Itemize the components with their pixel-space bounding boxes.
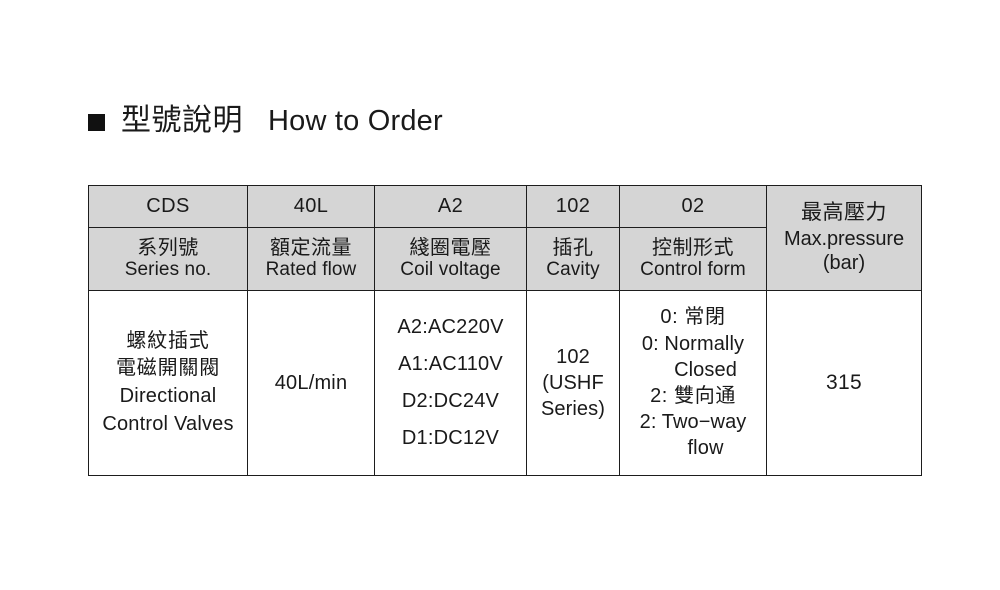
section-heading: 型號說明 How to Order bbox=[88, 106, 443, 136]
label-series-en: Series no. bbox=[124, 259, 212, 281]
control-form-option: 0: Normally bbox=[641, 332, 745, 355]
control-form-option: 2: Two−way bbox=[639, 411, 747, 434]
label-control-form-en: Control form bbox=[640, 259, 746, 281]
control-form-option-cont: Closed bbox=[674, 358, 737, 381]
filled-square-bullet-icon bbox=[88, 113, 105, 131]
value-cell-series: 螺紋插式 電磁開關閥 Directional Control Valves bbox=[88, 290, 248, 476]
label-rated-flow-en: Rated flow bbox=[265, 259, 357, 281]
code-cell-coil-voltage: A2 bbox=[374, 185, 527, 228]
value-cell-control-form: 0: 常閉 0: Normally Closed 2: 雙向通 2: Two−w… bbox=[619, 290, 767, 476]
max-pressure-label-en: Max.pressure bbox=[784, 227, 904, 250]
order-code-table: CDS 40L A2 102 02 最高壓力 Max.pressure (bar… bbox=[88, 185, 922, 476]
cavity-value-line: Series) bbox=[540, 398, 606, 420]
coil-voltage-option: D2:DC24V bbox=[401, 390, 500, 412]
control-form-option: 2: 雙向通 bbox=[650, 385, 736, 407]
label-cell-control-form: 控制形式 Control form bbox=[619, 227, 767, 291]
value-cell-coil-voltage: A2:AC220V A1:AC110V D2:DC24V D1:DC12V bbox=[374, 290, 527, 476]
label-coil-voltage-zh: 綫圈電壓 bbox=[409, 236, 492, 259]
section-heading-title-en: How to Order bbox=[268, 104, 443, 137]
table-row-column-labels: 系列號 Series no. 額定流量 Rated flow 綫圈電壓 Coil… bbox=[88, 227, 922, 291]
series-value-line: 螺紋插式 bbox=[126, 329, 210, 352]
label-cell-cavity: 插孔 Cavity bbox=[526, 227, 620, 291]
code-cell-control-form: 02 bbox=[619, 185, 767, 228]
code-cell-cavity: 102 bbox=[526, 185, 620, 228]
label-cavity-zh: 插孔 bbox=[552, 236, 594, 259]
value-cell-cavity: 102 (USHF Series) bbox=[526, 290, 620, 476]
max-pressure-unit: (bar) bbox=[822, 251, 866, 274]
table-row-code-segments: CDS 40L A2 102 02 最高壓力 Max.pressure (bar… bbox=[88, 185, 922, 291]
series-value-line: 電磁開關閥 bbox=[116, 357, 220, 380]
code-cell-rated-flow: 40L bbox=[247, 185, 375, 228]
label-cavity-en: Cavity bbox=[546, 259, 600, 281]
max-pressure-label-zh: 最高壓力 bbox=[801, 201, 887, 225]
series-value-line: Control Valves bbox=[102, 412, 234, 435]
section-heading-title-zh: 型號說明 bbox=[121, 104, 243, 137]
label-cell-series: 系列號 Series no. bbox=[88, 227, 248, 291]
coil-voltage-option: D1:DC12V bbox=[401, 427, 500, 449]
value-cell-rated-flow: 40L/min bbox=[247, 290, 375, 476]
control-form-option-cont: flow bbox=[687, 437, 724, 460]
label-series-zh: 系列號 bbox=[137, 236, 199, 259]
label-rated-flow-zh: 額定流量 bbox=[270, 236, 352, 259]
header-cell-max-pressure: 最高壓力 Max.pressure (bar) bbox=[766, 185, 922, 291]
table-row-option-values: 螺紋插式 電磁開關閥 Directional Control Valves 40… bbox=[88, 290, 922, 476]
label-coil-voltage-en: Coil voltage bbox=[400, 259, 501, 281]
label-cell-rated-flow: 額定流量 Rated flow bbox=[247, 227, 375, 291]
coil-voltage-option: A2:AC220V bbox=[397, 316, 504, 338]
coil-voltage-option: A1:AC110V bbox=[398, 353, 503, 375]
series-value-line: Directional bbox=[119, 385, 217, 407]
cavity-value-line: (USHF bbox=[542, 372, 604, 394]
value-cell-max-pressure: 315 bbox=[766, 290, 922, 476]
label-cell-coil-voltage: 綫圈電壓 Coil voltage bbox=[374, 227, 527, 291]
label-control-form-zh: 控制形式 bbox=[652, 236, 734, 259]
cavity-value-line: 102 bbox=[556, 346, 590, 368]
control-form-option: 0: 常閉 bbox=[660, 306, 726, 329]
code-cell-series: CDS bbox=[88, 185, 248, 228]
